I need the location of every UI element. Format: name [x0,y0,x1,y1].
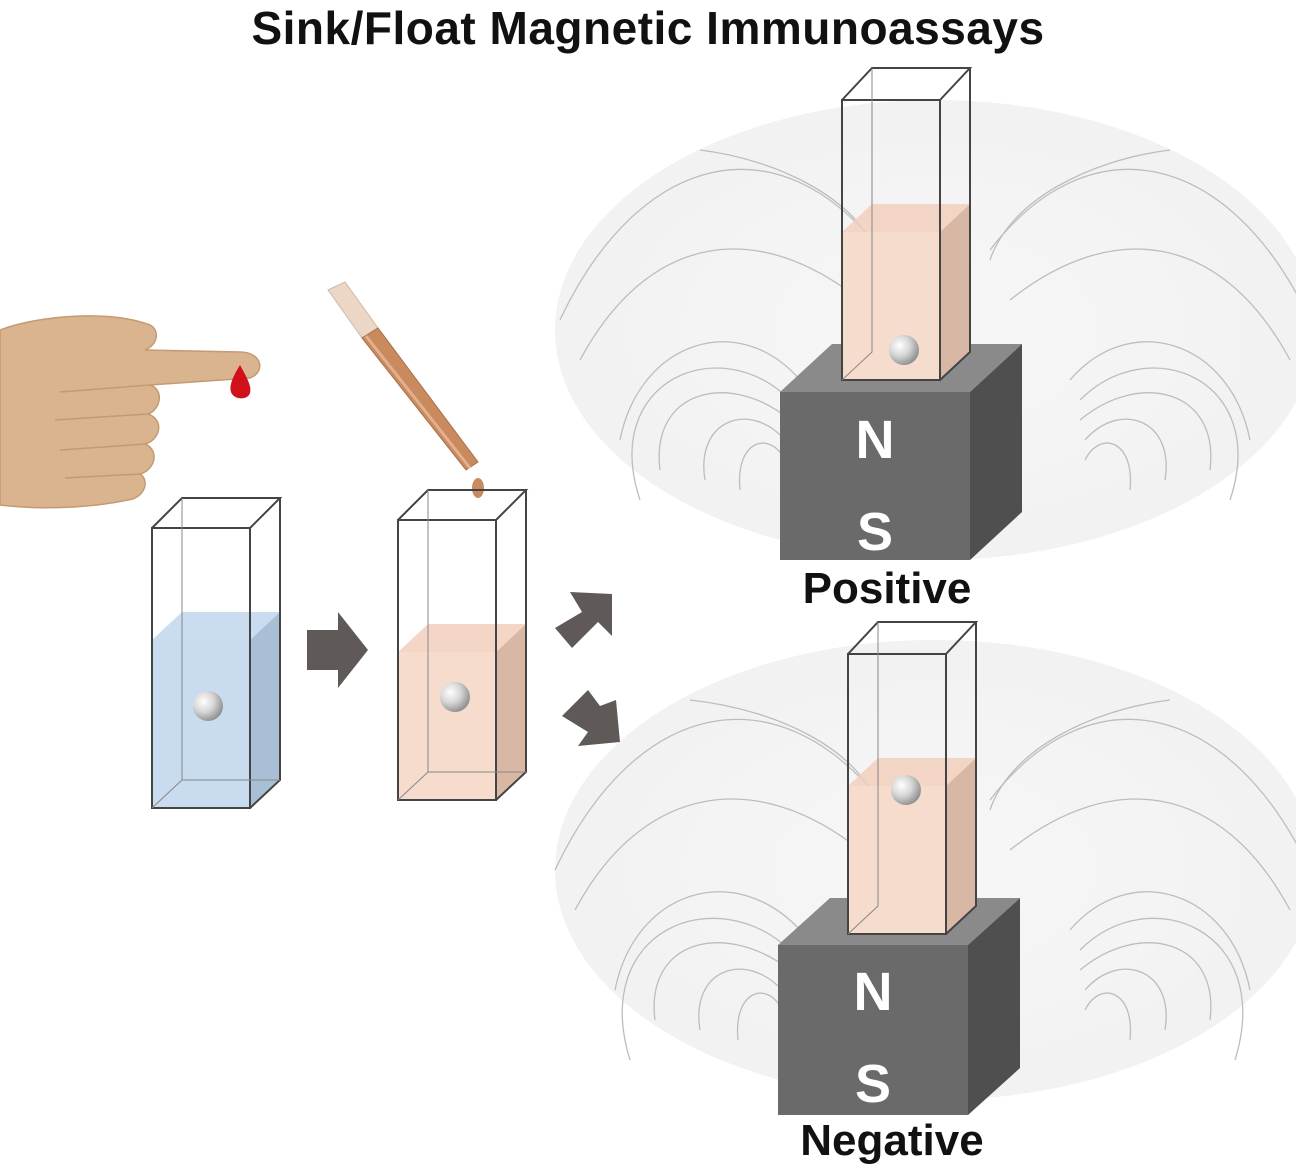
south-pole-label: S [857,502,893,562]
cuvette-buffer [151,497,283,809]
cuvette-positive [841,67,973,381]
magnetic-bead [891,775,921,805]
arrow-right-icon [307,612,368,688]
arrow-down-right-icon [562,690,620,746]
cuvette-negative [847,621,979,935]
pipette-icon [327,281,484,498]
blood-drop-icon [230,365,251,399]
magnetic-bead [193,691,223,721]
arrow-up-right-icon [555,592,612,648]
positive-label: Positive [802,564,972,613]
north-pole-label: N [854,962,893,1022]
finger-prick-hand [0,315,261,509]
diagram-title: Sink/Float Magnetic Immunoassays [251,2,1045,54]
magnetic-bead [440,682,470,712]
north-pole-label: N [856,410,895,470]
magnetic-bead [889,335,919,365]
south-pole-label: S [855,1054,891,1114]
negative-label: Negative [800,1116,984,1165]
cuvette-sample [397,489,529,801]
